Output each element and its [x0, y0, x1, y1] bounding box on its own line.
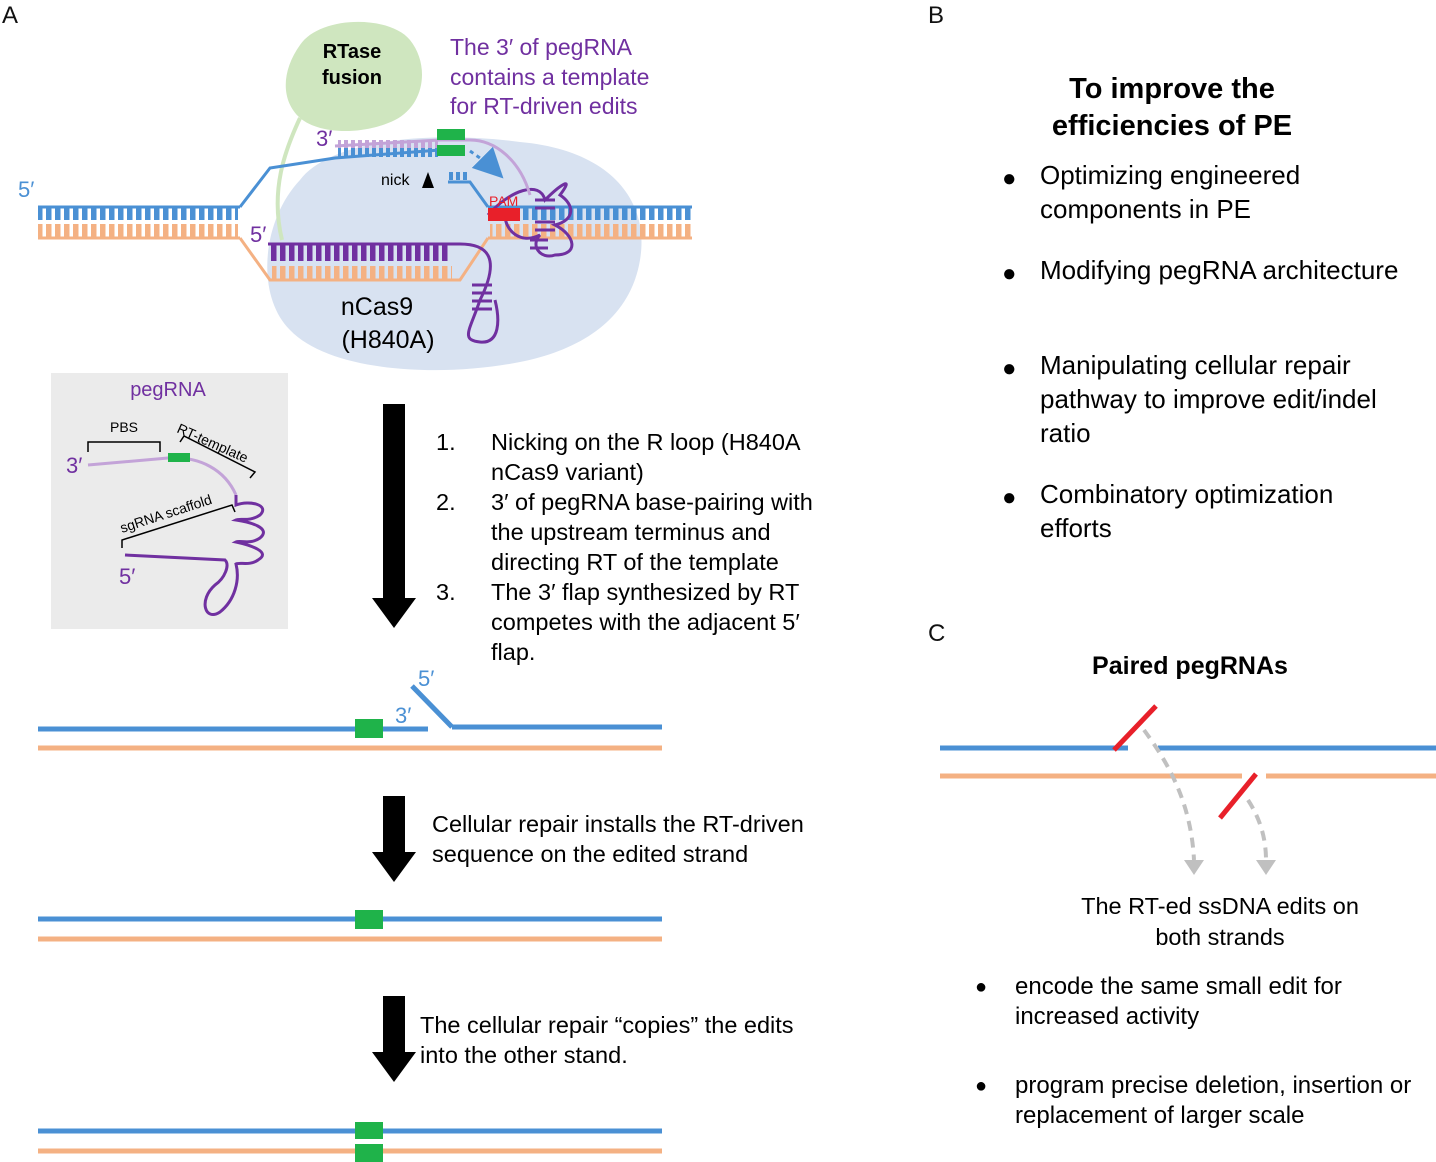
- pegrna-inset-box: [51, 373, 288, 629]
- step-2-number: 2.: [436, 489, 456, 515]
- step-arrow-head-3: [372, 1052, 416, 1082]
- step-arrow-head-1: [372, 598, 416, 628]
- bullet-dot: ●: [1002, 260, 1017, 287]
- ncas9-label-1: nCas9: [341, 293, 413, 321]
- spacer-5prime-label: 5′: [250, 222, 266, 247]
- panel-c-bullet-2-text: program precise deletion, insertion or r…: [1015, 1072, 1412, 1129]
- inset-scaffold-line: [124, 495, 265, 616]
- dna-top-strand-left: [38, 208, 238, 220]
- panel-c-title: Paired pegRNAs: [1092, 652, 1288, 680]
- pegrna-note-1: The 3′ of pegRNA: [450, 34, 633, 60]
- panel-c-bullet-1-text: encode the same small edit for increased…: [1015, 973, 1342, 1030]
- rtase-label-1: RTase: [323, 41, 382, 63]
- bullet-dot: ●: [1002, 484, 1017, 511]
- pam-site: [488, 208, 520, 221]
- r-loop-target-strand: [238, 237, 490, 282]
- repair1-caption: Cellular repair installs the RT-driven s…: [432, 811, 804, 867]
- panel-b-title: To improve the efficiencies of PE: [1051, 73, 1293, 142]
- panel-label-a: A: [2, 2, 19, 29]
- step-1-text: Nicking on the R loop (H840A nCas9 varia…: [491, 429, 800, 485]
- step-arrow-shaft-2: [383, 796, 405, 854]
- step-2: 2. 3′ of pegRNA base-pairing with the up…: [436, 487, 856, 577]
- step-3-text: The 3′ flap synthesized by RT competes w…: [491, 579, 800, 665]
- inset-3prime: 3′: [66, 453, 82, 478]
- panel-c-caption: The RT-ed ssDNA edits on both strands: [1081, 893, 1359, 950]
- edit-template-green: [437, 129, 465, 140]
- dna-bottom-strand-left: [38, 224, 238, 237]
- c-grey-arrow-2: [1246, 798, 1268, 861]
- flap-5prime-label: 5′: [418, 666, 434, 691]
- sgrna-scaffold: [486, 182, 574, 258]
- nick-arrowhead: [422, 172, 434, 188]
- step-arrow-shaft-3: [383, 996, 405, 1054]
- rtase-linker: [275, 117, 302, 241]
- flap-edit-green: [355, 719, 383, 738]
- step-1: 1. Nicking on the R loop (H840A nCas9 va…: [436, 427, 856, 487]
- spacer-paired: [270, 245, 450, 261]
- c-nick-bottom: [1218, 772, 1258, 820]
- repair2-caption: The cellular repair “copies” the edits i…: [420, 1012, 794, 1068]
- rt-direction-arrow: [469, 146, 504, 179]
- panel-b-bullet-2-text: Modifying pegRNA architecture: [1040, 255, 1399, 285]
- ncas9-label-2: (H840A): [341, 326, 434, 354]
- inset-pbs-label: PBS: [110, 419, 138, 435]
- pegrna-note-2: contains a template: [450, 64, 649, 90]
- inset-5prime: 5′: [119, 564, 135, 589]
- edit-synth-green: [437, 145, 465, 156]
- flap-3prime-label: 3′: [395, 703, 411, 728]
- panel-label-b: B: [928, 2, 945, 29]
- repair2-edit-green-bottom: [355, 1144, 383, 1162]
- dna-5prime-label: 5′: [18, 177, 34, 202]
- panel-b-bullet-1-text: Optimizing engineered components in PE: [1040, 160, 1301, 224]
- repair2-edit-green-top: [355, 1122, 383, 1139]
- step-3: 3. The 3′ flap synthesized by RT compete…: [436, 577, 856, 667]
- dna-top-strand-right: [490, 208, 692, 220]
- panel-b-bullet-4-text: Combinatory optimization efforts: [1040, 479, 1334, 543]
- steps-list: 1. Nicking on the R loop (H840A nCas9 va…: [436, 427, 856, 667]
- bullet-dot: ●: [975, 976, 988, 998]
- inset-edit-green: [168, 453, 190, 462]
- pegrna-note-3: for RT-driven edits: [450, 93, 637, 119]
- step-arrow-head-2: [372, 852, 416, 882]
- pam-label: PAM: [489, 193, 518, 209]
- 5prime-flap: [410, 684, 454, 729]
- bullet-dot: ●: [1002, 355, 1017, 382]
- panel-label-c: C: [928, 620, 946, 647]
- inset-title: pegRNA: [130, 379, 206, 401]
- step-1-number: 1.: [436, 429, 456, 455]
- pegrna-3prime-label: 3′: [316, 126, 332, 151]
- repair1-edit-green: [355, 910, 383, 929]
- bullet-dot: ●: [1002, 165, 1017, 192]
- paired-pegrna-diagram: [940, 704, 1436, 875]
- rtase-label-2: fusion: [322, 67, 382, 89]
- dna-bottom-strand-right: [490, 224, 692, 237]
- nick-label: nick: [381, 172, 410, 189]
- step-2-text: 3′ of pegRNA base-pairing with the upstr…: [491, 489, 813, 575]
- step-arrow-shaft-1: [383, 404, 405, 600]
- bullet-dot: ●: [975, 1075, 988, 1097]
- c-nick-top: [1112, 704, 1158, 752]
- rtase-fusion-shape: [285, 21, 422, 132]
- prime-editing-diagram: PAM nick 5′ 5′ 3′ RTase fusion The 3′ of…: [18, 21, 692, 1162]
- step-3-number: 3.: [436, 579, 456, 605]
- panel-b-bullet-3-text: Manipulating cellular repair pathway to …: [1040, 350, 1377, 448]
- c-grey-arrow-1: [1142, 728, 1196, 861]
